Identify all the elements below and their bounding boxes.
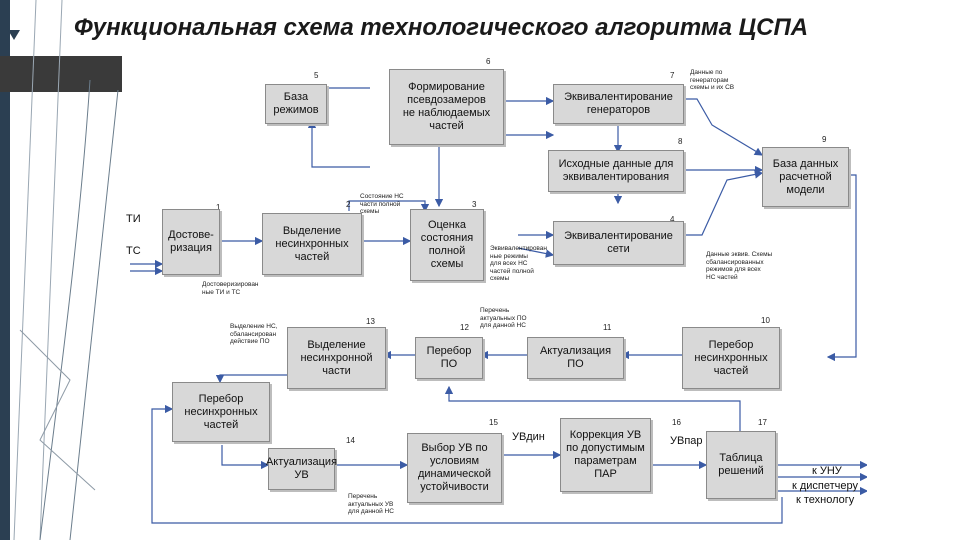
note-ns-selection: Выделение НС, сбалансирован действие ПО xyxy=(230,323,278,345)
block-async-parts-iteration: Перебор несинхронных частей xyxy=(682,327,780,389)
block-number: 10 xyxy=(761,316,770,325)
block-async-parts-selection: Выделение несинхронных частей xyxy=(262,213,362,275)
block-number: 3 xyxy=(472,200,477,209)
output-dispatcher: к диспетчеру xyxy=(792,480,859,492)
signal-uvpar: УВпар xyxy=(670,435,703,447)
block-generator-equivalenting: Эквивалентирование генераторов xyxy=(553,84,684,124)
block-uv-actualization: Актуализация УВ xyxy=(266,448,337,490)
block-number: 7 xyxy=(670,71,675,80)
block-number: 17 xyxy=(758,418,767,427)
block-number: 9 xyxy=(822,135,827,144)
block-number: 8 xyxy=(678,137,683,146)
block-number: 2 xyxy=(346,200,351,209)
input-ts-label: ТС xyxy=(126,245,141,257)
output-unu: к УНУ xyxy=(812,465,842,477)
output-technologist: к технологу xyxy=(796,494,855,506)
block-po-iteration: Перебор ПО xyxy=(415,337,483,379)
note-uv-list: Перечень актуальных УВ для данной НС xyxy=(348,493,394,515)
block-number: 4 xyxy=(670,215,675,224)
left-edge-bar xyxy=(0,0,10,540)
input-ti-label: ТИ xyxy=(126,213,141,225)
block-number: 6 xyxy=(486,57,491,66)
block-pseudomeasurements: Формирование псевдозамеров не наблюдаемы… xyxy=(389,69,504,145)
title-accent-bar xyxy=(0,56,122,92)
block-full-scheme-state: Оценка состояния полной схемы xyxy=(410,209,484,281)
block-number: 14 xyxy=(346,436,355,445)
block-number: 13 xyxy=(366,317,375,326)
block-number: 11 xyxy=(603,323,612,332)
block-modes-database: База режимов xyxy=(265,84,327,124)
block-uv-correction: Коррекция УВ по допустимым параметрам ПА… xyxy=(560,418,651,492)
block-number: 5 xyxy=(314,71,319,80)
note-balanced-modes: Данные эквив. Схемы сбалансированных реж… xyxy=(706,251,773,281)
block-number: 12 xyxy=(460,323,469,332)
block-network-equivalenting: Эквивалентирование сети xyxy=(553,221,684,265)
page-title: Функциональная схема технологического ал… xyxy=(74,14,809,41)
block-uv-selection: Выбор УВ по условиям динамической устойч… xyxy=(407,433,502,503)
note-po-list: Перечень актуальных ПО для данной НС xyxy=(480,307,527,329)
block-number: 16 xyxy=(672,418,681,427)
block-po-actualization: Актуализация ПО xyxy=(527,337,624,379)
block-model-database: База данных расчетной модели xyxy=(762,147,849,207)
block-dostoverizatsiya: Достове- ризация xyxy=(162,209,220,275)
block-decision-table: Таблица решений xyxy=(706,431,776,499)
block-async-parts-iteration-2: Перебор несинхронных частей xyxy=(172,382,270,442)
block-number: 1 xyxy=(216,203,221,212)
block-number: 15 xyxy=(489,418,498,427)
signal-uvdin: УВдин xyxy=(512,431,545,443)
flow-diagram: 1 Достове- ризация 2 Выделение несинхрон… xyxy=(122,55,867,529)
note-ns-state: Состояние НС части полной схемы xyxy=(360,193,404,215)
block-equivalenting-source-data: Исходные данные для эквивалентирования xyxy=(548,150,684,192)
block-async-part-selection: Выделение несинхронной части xyxy=(287,327,386,389)
note-dostoverized: Достоверизирован ные ТИ и ТС xyxy=(202,281,259,296)
note-equivalented-modes: Эквивалентирован ные режимы для всех НС … xyxy=(490,245,548,282)
note-generator-data: Данные по генераторам схемы и их СВ xyxy=(690,69,735,91)
